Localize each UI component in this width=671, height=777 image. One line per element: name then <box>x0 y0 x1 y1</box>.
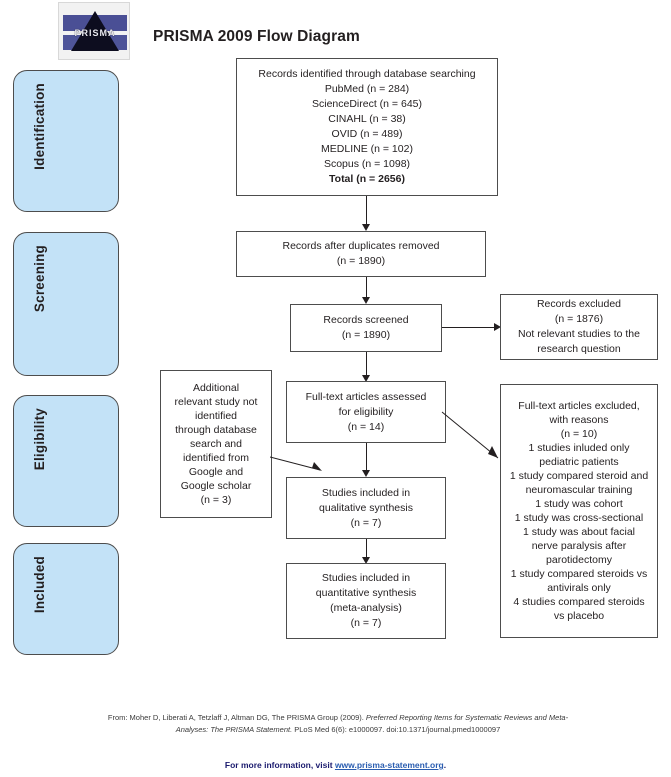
line: MEDLINE (n = 102) <box>321 143 413 155</box>
line: Records screened <box>323 314 409 326</box>
prisma-statement-link[interactable]: www.prisma-statement.org <box>334 760 444 770</box>
line: 1 study compared steroid and <box>509 470 649 482</box>
line: Full-text articles assessed <box>305 390 427 403</box>
line: neuromascular training <box>525 484 633 496</box>
line: parotidectomy <box>546 554 612 566</box>
page-title: PRISMA 2009 Flow Diagram <box>153 28 360 45</box>
line: (n = 1876) <box>554 313 604 325</box>
line: (n = 1890) <box>336 255 386 267</box>
phase-included-label-wrap: Included <box>14 544 118 654</box>
prisma-logo: PRISMA <box>58 2 130 60</box>
line: nerve paralysis after <box>531 540 627 552</box>
line: pediatric patients <box>539 456 619 468</box>
box-fulltext-excluded: Full-text articles excluded, with reason… <box>500 384 658 638</box>
arrowhead-down <box>362 375 370 382</box>
line: research question <box>537 343 621 355</box>
line: antivirals only <box>547 582 611 594</box>
phase-included: Included <box>13 543 119 655</box>
phase-identification-label: Identification <box>32 83 47 170</box>
line: ScienceDirect (n = 645) <box>311 98 422 110</box>
line: Studies included in <box>321 572 411 584</box>
line: with reasons <box>549 414 609 426</box>
box-quantitative-synthesis: Studies included in quantitative synthes… <box>286 563 446 639</box>
box-records-screened: Records screened (n = 1890) <box>290 304 442 352</box>
footer-info-text: For more information, visit <box>224 760 335 770</box>
footer-info-suffix: . <box>443 760 447 770</box>
phase-eligibility-label: Eligibility <box>32 408 47 471</box>
box-records-excluded: Records excluded (n = 1876) Not relevant… <box>500 294 658 360</box>
citation-line-1: From: Moher D, Liberati A, Tetzlaff J, A… <box>60 712 616 724</box>
connector-fulltext-to-qualitative <box>366 443 367 474</box>
arrowhead-down <box>362 297 370 304</box>
line: (meta-analysis) <box>330 602 402 614</box>
line: vs placebo <box>553 610 605 622</box>
line: through database <box>175 424 257 436</box>
line: quantitative synthesis <box>315 587 417 599</box>
line: Full-text articles excluded, <box>518 400 640 412</box>
phase-screening: Screening <box>13 232 119 376</box>
phase-screening-label-wrap: Screening <box>14 233 118 375</box>
box-duplicates-removed: Records after duplicates removed (n = 18… <box>236 231 486 277</box>
line: 1 study compared steroids vs <box>510 568 648 580</box>
line: Records after duplicates removed <box>282 240 440 252</box>
line: 4 studies compared steroids <box>513 596 645 608</box>
line: relevant study not <box>174 396 258 408</box>
connector-duplicates-to-screened <box>366 277 367 301</box>
line: Records identified through database sear… <box>258 68 476 80</box>
pyramid-icon <box>71 11 119 51</box>
citation-italic-2: Analyses: The PRISMA Statement. <box>175 725 293 734</box>
line: 1 study was cross-sectional <box>514 512 644 524</box>
phase-included-label: Included <box>32 556 47 614</box>
citation-prefix: From: Moher D, Liberati A, Tetzlaff J, A… <box>107 713 366 722</box>
connector-screened-to-fulltext <box>366 352 367 379</box>
line: Not relevant studies to the <box>518 328 640 340</box>
line: Additional <box>192 382 240 394</box>
line-total: Total (n = 2656) <box>329 173 405 185</box>
phase-eligibility: Eligibility <box>13 395 119 527</box>
line: (n = 10) <box>560 428 598 440</box>
phase-identification: Identification <box>13 70 119 212</box>
line: (n = 3) <box>200 494 232 506</box>
line: 1 studies inluded only <box>528 442 630 454</box>
line: (n = 14) <box>347 420 385 433</box>
line: Studies included in <box>321 486 411 499</box>
citation-suffix: PLoS Med 6(6): e1000097. doi:10.1371/jou… <box>292 725 501 734</box>
box-additional-records: Additional relevant study not identified… <box>160 370 272 518</box>
connector-screened-to-excluded <box>442 327 498 328</box>
arrowhead-down <box>362 224 370 231</box>
line: (n = 7) <box>350 516 382 529</box>
line: 1 study was about facial <box>522 526 636 538</box>
box-qualitative-synthesis: Studies included in qualitative synthesi… <box>286 477 446 539</box>
line: qualitative synthesis <box>319 501 413 514</box>
citation-line-2: Analyses: The PRISMA Statement. PLoS Med… <box>60 724 616 736</box>
connector-identified-to-duplicates <box>366 196 367 227</box>
line: Scopus (n = 1098) <box>323 158 411 170</box>
arrowhead-down <box>362 470 370 477</box>
connector-qualitative-to-quantitative <box>366 539 367 561</box>
box-fulltext-assessed: Full-text articles assessed for eligibil… <box>286 381 446 443</box>
line: (n = 1890) <box>341 329 391 341</box>
line: PubMed (n = 284) <box>324 83 410 95</box>
line: Google and <box>188 466 244 478</box>
line: CINAHL (n = 38) <box>328 113 406 125</box>
line: Google scholar <box>180 480 252 492</box>
footer-citation: From: Moher D, Liberati A, Tetzlaff J, A… <box>60 712 616 736</box>
line: OVID (n = 489) <box>331 128 403 140</box>
arrowhead-down <box>362 557 370 564</box>
line: 1 study was cohort <box>535 498 623 510</box>
line: identified from <box>183 452 249 464</box>
phase-eligibility-label-wrap: Eligibility <box>14 396 118 526</box>
footer-info: For more information, visit www.prisma-s… <box>0 760 671 770</box>
line: for eligibility <box>338 405 394 418</box>
arrowhead-right <box>494 323 501 331</box>
logo-text: PRISMA <box>74 28 116 38</box>
line: Records excluded <box>536 298 622 310</box>
line: identified <box>194 410 238 422</box>
box-records-identified: Records identified through database sear… <box>236 58 498 196</box>
line: search and <box>190 438 242 450</box>
line: (n = 7) <box>350 617 382 629</box>
phase-screening-label: Screening <box>32 245 47 313</box>
phase-identification-label-wrap: Identification <box>14 71 118 211</box>
citation-italic-1: Preferred Reporting Items for Systematic… <box>365 713 569 722</box>
